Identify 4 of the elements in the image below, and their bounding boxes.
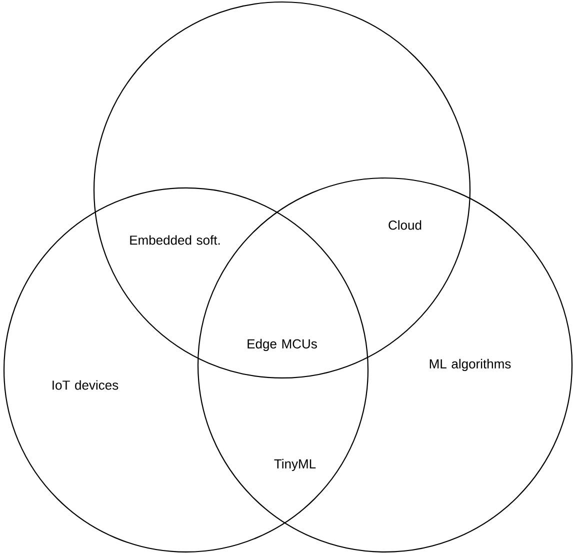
region-label: Edge MCUs — [248, 338, 317, 352]
region-label: Cloud — [388, 220, 422, 230]
region-label: Embedded soft. — [130, 235, 220, 245]
region-label: TinyML — [274, 458, 316, 472]
